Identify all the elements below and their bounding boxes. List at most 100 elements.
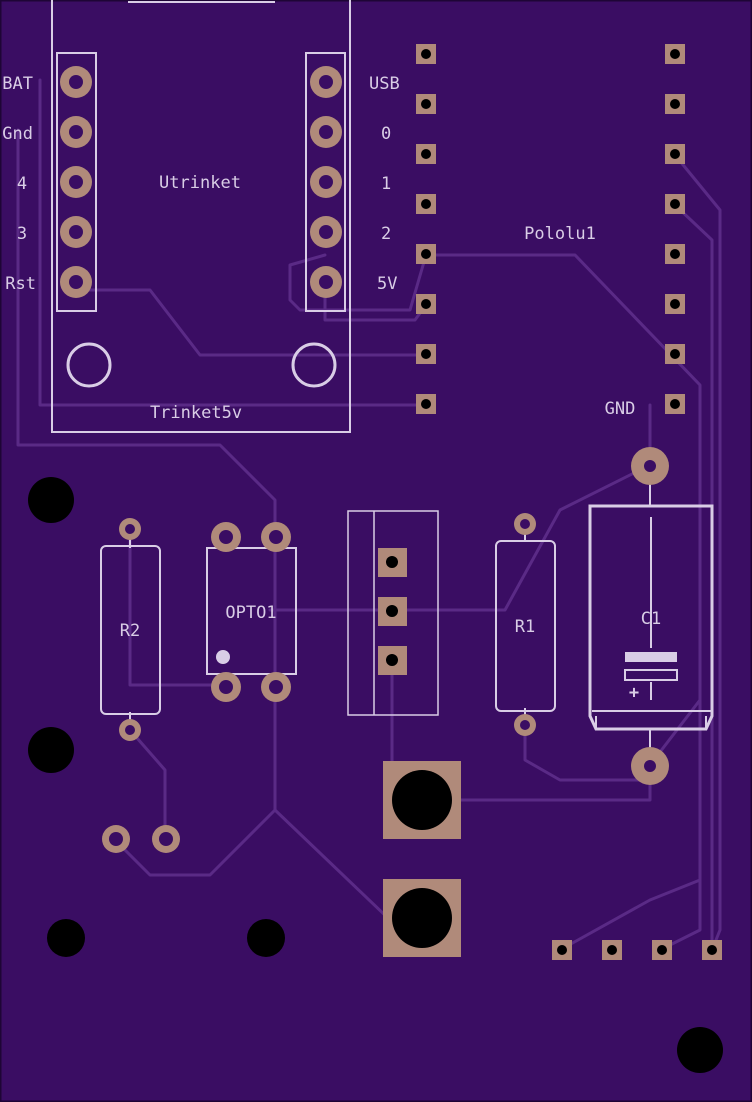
opto-pad	[211, 672, 241, 702]
bottom-header-pad	[652, 940, 672, 960]
mount-hole	[28, 727, 74, 773]
pin-label-5v: 5V	[377, 274, 397, 294]
trinket-pad	[310, 216, 342, 248]
trinket-pad	[310, 66, 342, 98]
trinket-pad	[60, 66, 92, 98]
pin-label-rst: Rst	[5, 274, 36, 294]
opto-pad	[261, 672, 291, 702]
opto-pad	[211, 522, 241, 552]
pin-label-0: 0	[381, 124, 391, 144]
trace	[16, 128, 277, 877]
pololu-pad	[665, 244, 685, 264]
c1-body	[588, 504, 714, 731]
pin-label-gnd: Gnd	[2, 124, 33, 144]
trinket-pin-labels: BAT Gnd 4 3 Rst USB 0 1 2 5V	[2, 74, 399, 294]
pololu-pad	[416, 94, 436, 114]
trinket-right-header	[305, 52, 346, 312]
pololu-pad	[416, 344, 436, 364]
bottom-header	[552, 940, 722, 960]
r2-pad	[119, 719, 141, 741]
pin-label-3: 3	[17, 224, 27, 244]
trinket-part-label: Utrinket	[159, 173, 241, 193]
two-pin-header	[102, 825, 180, 853]
pololu-pad	[665, 394, 685, 414]
pololu-pad	[416, 144, 436, 164]
resistor-r1: R1	[495, 513, 556, 736]
u1-pad	[378, 548, 407, 577]
opto-coupler: OPTO1	[206, 522, 297, 702]
pin-label-1: 1	[381, 174, 391, 194]
pin-label-bat: BAT	[2, 74, 33, 94]
terminal-pad	[383, 879, 461, 957]
c1-pad	[631, 747, 669, 785]
mount-hole	[28, 477, 74, 523]
opto-pin1-marker	[216, 650, 230, 664]
r1-label: R1	[515, 617, 535, 637]
bottom-header-pad	[602, 940, 622, 960]
pin-label-2: 2	[381, 224, 391, 244]
pololu-pad	[416, 294, 436, 314]
trinket-pad	[310, 116, 342, 148]
bottom-header-pad	[552, 940, 572, 960]
trinket-pad	[60, 216, 92, 248]
trinket-pads	[60, 66, 342, 298]
trinket-pad	[310, 166, 342, 198]
pololu-pad	[665, 44, 685, 64]
c1-plate-pos	[624, 669, 678, 681]
trace	[523, 723, 642, 782]
trinket-mount-hole-right	[291, 342, 337, 388]
c1-plus-label: +	[629, 683, 639, 703]
pololu-pad	[665, 344, 685, 364]
trinket-mount-hole-left	[66, 342, 112, 388]
r2-label: R2	[120, 621, 140, 641]
trinket-module: Utrinket Trinket5v	[51, 0, 351, 433]
trinket-outline	[51, 0, 351, 433]
u1-pad	[378, 646, 407, 675]
trinket-pad	[60, 116, 92, 148]
pololu-pad	[665, 194, 685, 214]
pololu-pad	[665, 294, 685, 314]
pololu-label: Pololu1	[524, 224, 596, 244]
terminal-pads	[383, 761, 461, 957]
pololu-pad	[665, 94, 685, 114]
c1-label: C1	[641, 609, 661, 629]
r1-pad	[514, 714, 536, 736]
r1-body	[495, 540, 556, 712]
c1-plate-neg	[625, 652, 677, 662]
trace	[38, 78, 428, 407]
capacitor-c1: + C1	[588, 447, 714, 785]
pololu-pad	[416, 194, 436, 214]
mount-hole	[247, 919, 285, 957]
trace	[648, 648, 702, 767]
mount-hole	[47, 919, 85, 957]
pololu-pad	[665, 144, 685, 164]
u1-body	[347, 510, 439, 716]
c1-pad	[631, 447, 669, 485]
trinket-pad	[60, 266, 92, 298]
r1-pad	[514, 513, 536, 535]
pololu-gnd-label: GND	[605, 399, 636, 419]
opto-label: OPTO1	[225, 603, 276, 623]
trace	[558, 878, 702, 952]
pin-label-usb: USB	[369, 74, 400, 94]
bottom-header-pad	[702, 940, 722, 960]
mounting-holes	[28, 477, 723, 1073]
r2-body	[100, 545, 161, 715]
pin-label-4: 4	[17, 174, 27, 194]
pololu-pad	[416, 244, 436, 264]
resistor-r2: R2	[100, 518, 161, 741]
pololu-pad	[416, 44, 436, 64]
mount-hole	[677, 1027, 723, 1073]
trinket-left-header	[56, 52, 97, 312]
pololu-pads	[416, 44, 685, 414]
u1-component: U1	[347, 510, 439, 716]
trinket-pad	[310, 266, 342, 298]
opto-pad	[261, 522, 291, 552]
trinket-footprint-label: Trinket5v	[150, 403, 242, 423]
header-pad	[102, 825, 130, 853]
r2-pad	[119, 518, 141, 540]
terminal-pad	[383, 761, 461, 839]
opto-body	[206, 547, 297, 675]
